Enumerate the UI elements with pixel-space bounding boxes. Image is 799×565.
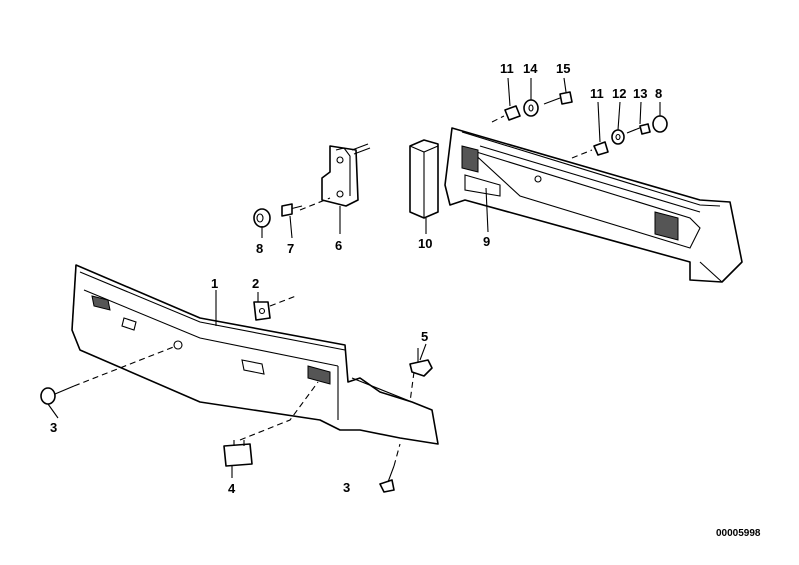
screw-part-15 bbox=[543, 97, 561, 105]
bracket-part-4 bbox=[223, 381, 319, 467]
trim-cover-part-1 bbox=[71, 264, 439, 445]
callout-9: 9 bbox=[483, 234, 490, 249]
callout-14: 14 bbox=[523, 61, 538, 76]
callout-3-left: 3 bbox=[50, 420, 57, 435]
cap-nut-part-8 bbox=[652, 115, 668, 133]
callout-11-left: 11 bbox=[500, 61, 514, 76]
clip-part-5 bbox=[409, 348, 433, 403]
clip-nut-part-2 bbox=[253, 295, 297, 321]
callout-3-bottom: 3 bbox=[343, 480, 350, 495]
washer-part-14 bbox=[523, 99, 539, 117]
callout-8-left: 8 bbox=[256, 241, 263, 256]
callout-7: 7 bbox=[287, 241, 294, 256]
callout-5: 5 bbox=[421, 329, 428, 344]
document-number: 00005998 bbox=[716, 528, 761, 539]
callout-8-right: 8 bbox=[655, 86, 662, 101]
callout-labels: 1 2 3 3 4 5 6 7 8 8 9 10 11 11 12 13 14 … bbox=[50, 61, 662, 496]
screw-part-13 bbox=[626, 126, 643, 134]
clip-nut-part-8 bbox=[253, 208, 271, 228]
washer-part-12 bbox=[611, 129, 625, 145]
callout-2: 2 bbox=[252, 276, 259, 291]
callout-12: 12 bbox=[612, 86, 626, 101]
opening-right bbox=[307, 365, 331, 385]
assembly-line-bracket bbox=[299, 197, 331, 211]
leader-lines bbox=[47, 77, 661, 478]
hardware-top-right-group bbox=[571, 115, 668, 159]
callout-4: 4 bbox=[228, 481, 236, 496]
callout-13: 13 bbox=[633, 86, 647, 101]
callout-1: 1 bbox=[211, 276, 218, 291]
callout-6: 6 bbox=[335, 238, 342, 253]
callout-10: 10 bbox=[418, 236, 432, 251]
trim-panel-part-9 bbox=[444, 127, 743, 283]
bracket-part-6 bbox=[321, 143, 371, 207]
screw-part-3-bottom bbox=[379, 443, 401, 493]
screw-part-7 bbox=[281, 203, 303, 217]
opening-left bbox=[91, 295, 111, 311]
grommet-part-11-a bbox=[504, 105, 521, 121]
grommet-part-11-b bbox=[593, 141, 609, 156]
hardware-top-left-group bbox=[491, 91, 573, 123]
foam-block-part-10 bbox=[409, 139, 439, 219]
callout-11-right: 11 bbox=[590, 86, 604, 101]
callout-15: 15 bbox=[556, 61, 570, 76]
